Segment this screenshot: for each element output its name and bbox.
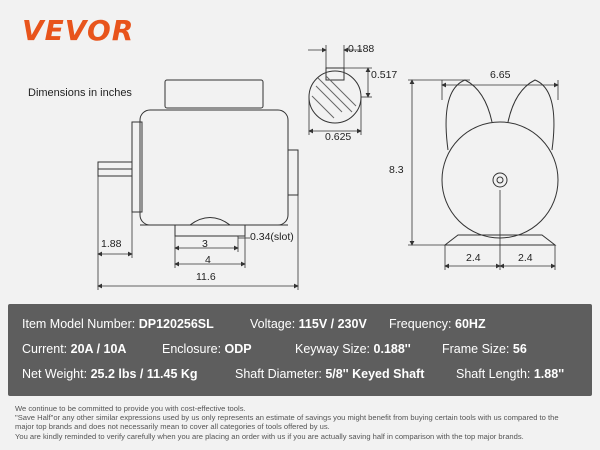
spec-current-value: 20A / 10A bbox=[70, 342, 127, 356]
spec-shaft-length-value: 1.88'' bbox=[533, 367, 565, 381]
dim-slot: 0.34(slot) bbox=[250, 231, 294, 243]
spec-frame: Frame Size: 56 bbox=[442, 342, 527, 356]
spec-frequency-label: Frequency: bbox=[389, 317, 452, 331]
spec-voltage-label: Voltage: bbox=[250, 317, 296, 331]
spec-shaft-diameter-label: Shaft Diameter: bbox=[235, 367, 322, 381]
dim-front-half-right: 2.4 bbox=[518, 252, 533, 264]
spec-shaft-diameter: Shaft Diameter: 5/8'' Keyed Shaft bbox=[235, 367, 424, 381]
spec-voltage: Voltage: 115V / 230V bbox=[250, 317, 367, 331]
specs-panel: Item Model Number: DP120256SL Voltage: 1… bbox=[8, 304, 592, 396]
spec-shaft-length-label: Shaft Length: bbox=[456, 367, 531, 381]
disclaimer-line: You are kindly reminded to verify carefu… bbox=[15, 431, 524, 441]
spec-weight-label: Net Weight: bbox=[22, 367, 88, 381]
dimension-lines bbox=[97, 45, 559, 290]
dim-shaft-diameter: 0.625 bbox=[325, 131, 352, 143]
brand-logo: VEVOR bbox=[22, 14, 135, 47]
spec-keyway-value: 0.188'' bbox=[373, 342, 411, 356]
spec-keyway: Keyway Size: 0.188'' bbox=[295, 342, 411, 356]
spec-voltage-value: 115V / 230V bbox=[298, 317, 367, 331]
spec-frame-label: Frame Size: bbox=[442, 342, 510, 356]
dimensions-note: Dimensions in inches bbox=[28, 87, 132, 99]
spec-enclosure-value: ODP bbox=[224, 342, 252, 356]
dim-foot-3: 3 bbox=[202, 238, 208, 250]
disclaimer: We continue to be committed to provide y… bbox=[15, 404, 590, 441]
dim-shaft-length: 1.88 bbox=[101, 238, 122, 250]
dim-overall-length: 11.6 bbox=[196, 271, 216, 283]
dim-front-half-left: 2.4 bbox=[466, 252, 481, 264]
spec-weight: Net Weight: 25.2 lbs / 11.45 Kg bbox=[22, 367, 198, 381]
motor-drawing bbox=[97, 45, 559, 290]
dim-height: 8.3 bbox=[389, 164, 404, 176]
spec-model: Item Model Number: DP120256SL bbox=[22, 317, 214, 331]
spec-enclosure: Enclosure: ODP bbox=[162, 342, 252, 356]
dim-foot-4: 4 bbox=[205, 254, 211, 266]
side-view bbox=[97, 79, 299, 237]
dim-front-width: 6.65 bbox=[490, 69, 511, 81]
spec-enclosure-label: Enclosure: bbox=[162, 342, 222, 356]
spec-frequency: Frequency: 60HZ bbox=[389, 317, 486, 331]
spec-keyway-label: Keyway Size: bbox=[295, 342, 371, 356]
spec-model-value: DP120256SL bbox=[138, 317, 214, 331]
spec-current: Current: 20A / 10A bbox=[22, 342, 126, 356]
spec-frequency-value: 60HZ bbox=[455, 317, 486, 331]
dim-keyway-depth: 0.517 bbox=[371, 69, 398, 81]
spec-shaft-length: Shaft Length: 1.88'' bbox=[456, 367, 564, 381]
spec-weight-value: 25.2 lbs / 11.45 Kg bbox=[90, 367, 198, 381]
disclaimer-line: major top brands and does not necessaril… bbox=[15, 422, 330, 432]
shaft-section bbox=[308, 67, 362, 124]
dim-keyway-width: 0.188 bbox=[348, 43, 375, 55]
disclaimer-line: We continue to be committed to provide y… bbox=[15, 404, 246, 413]
spec-frame-value: 56 bbox=[512, 342, 527, 356]
spec-model-label: Item Model Number: bbox=[22, 317, 136, 331]
spec-shaft-diameter-value: 5/8'' Keyed Shaft bbox=[325, 367, 425, 381]
disclaimer-line: "Save Half"or any other similar expressi… bbox=[15, 413, 559, 423]
spec-current-label: Current: bbox=[22, 342, 68, 356]
